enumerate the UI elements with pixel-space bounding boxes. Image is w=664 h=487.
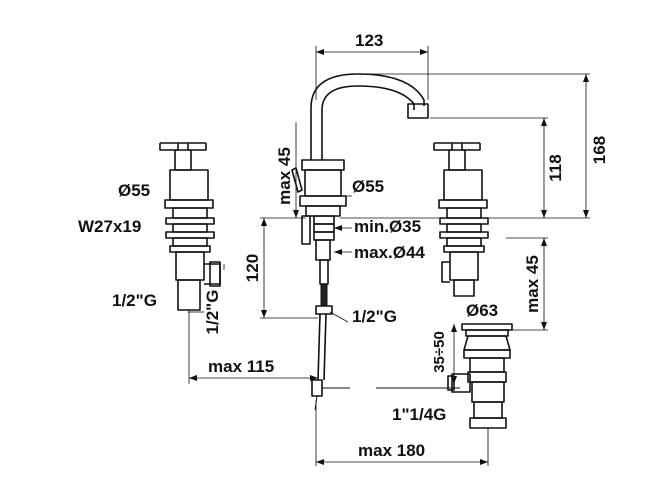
label-range-35-50: 35÷50 [431,331,448,373]
label-d55-left: Ø55 [118,181,150,200]
label-w27x19: W27x19 [78,217,141,236]
left-tap [159,142,221,311]
label-max45-right: max 45 [523,255,542,313]
label-max-d44: max.Ø44 [354,243,425,262]
dimension-lines [166,46,590,466]
label-thread-1-1-4g: 1"1/4G [392,405,446,424]
label-max180: max 180 [358,441,425,460]
label-max115: max 115 [208,357,274,376]
label-max45-spout: max 45 [275,147,294,205]
label-width-123: 123 [355,31,383,50]
label-half-inch-g-vertical: 1/2"G [203,290,222,335]
label-height-168: 168 [590,136,609,164]
label-half-inch-g-left: 1/2"G [112,291,157,310]
label-d55-center: Ø55 [352,177,384,196]
label-min-d35: min.Ø35 [354,217,421,236]
label-height-118: 118 [546,154,565,181]
pop-up-waste [447,323,513,429]
label-d63: Ø63 [466,301,498,320]
right-tap [433,142,489,297]
label-height-120: 120 [243,254,262,282]
label-half-inch-g-center: 1/2"G [352,307,397,326]
